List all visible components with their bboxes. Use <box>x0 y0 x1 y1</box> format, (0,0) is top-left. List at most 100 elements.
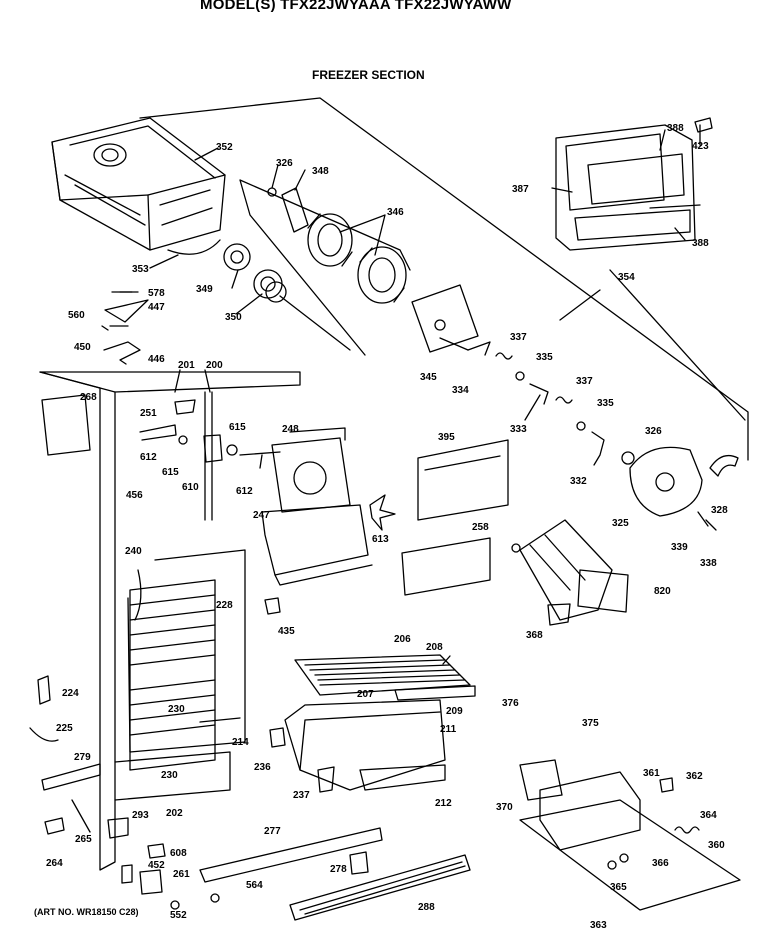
fan-blade-part <box>369 494 396 531</box>
ice-maker-part <box>511 519 629 621</box>
callout-247: 247 <box>253 510 270 521</box>
callout-335: 335 <box>536 352 553 363</box>
callout-212: 212 <box>435 798 452 809</box>
callout-578: 578 <box>148 288 165 299</box>
callout-251: 251 <box>140 408 157 419</box>
callout-337b: 337 <box>576 376 593 387</box>
callout-224: 224 <box>62 688 79 699</box>
slide-rail-part <box>199 827 383 883</box>
callout-363: 363 <box>590 920 607 931</box>
freezer-bin-part <box>284 699 446 791</box>
grille-part <box>289 854 471 921</box>
callout-346: 346 <box>387 207 404 218</box>
heater-part <box>37 675 51 705</box>
callout-214: 214 <box>232 737 249 748</box>
callout-264: 264 <box>46 858 63 869</box>
callout-348: 348 <box>312 166 329 177</box>
section-title: FREEZER SECTION <box>312 68 425 82</box>
callout-350: 350 <box>225 312 242 323</box>
callout-820: 820 <box>654 586 671 597</box>
fan-bracket-part <box>261 427 373 586</box>
callout-615: 615 <box>229 422 246 433</box>
spring-part-right <box>674 826 700 834</box>
callout-435: 435 <box>278 626 295 637</box>
callout-201: 201 <box>178 360 195 371</box>
callout-333: 333 <box>510 424 527 435</box>
callout-237: 237 <box>293 790 310 801</box>
callout-349: 349 <box>196 284 213 295</box>
callout-354: 354 <box>618 272 635 283</box>
back-panel-part <box>39 369 301 871</box>
cover-panel-part <box>417 439 509 521</box>
callout-339: 339 <box>671 542 688 553</box>
callout-325: 325 <box>612 518 629 529</box>
callout-560: 560 <box>68 310 85 321</box>
strip-part <box>281 187 309 233</box>
callout-366: 366 <box>652 858 669 869</box>
clip-part <box>103 341 141 365</box>
callout-225: 225 <box>56 723 73 734</box>
callout-361: 361 <box>643 768 660 779</box>
callout-230b: 230 <box>161 770 178 781</box>
callout-338: 338 <box>700 558 717 569</box>
callout-388b: 388 <box>692 238 709 249</box>
callout-608: 608 <box>170 848 187 859</box>
callout-211: 211 <box>440 724 457 735</box>
callout-370: 370 <box>496 802 513 813</box>
control-housing-part <box>519 759 741 911</box>
callout-364: 364 <box>700 810 717 821</box>
callout-613: 613 <box>372 534 389 545</box>
freezer-outline <box>139 97 749 461</box>
callout-240: 240 <box>125 546 142 557</box>
bracket-part <box>104 299 149 323</box>
callout-446: 446 <box>148 354 165 365</box>
callout-328: 328 <box>711 505 728 516</box>
callout-208: 208 <box>426 642 443 653</box>
motor-plate-part <box>411 284 479 353</box>
callout-228: 228 <box>216 600 233 611</box>
evaporator-part <box>127 549 246 771</box>
callout-615b: 615 <box>162 467 179 478</box>
ice-maker-bracket-part <box>547 603 571 626</box>
auger-drum-part <box>307 213 407 304</box>
callout-365: 365 <box>610 882 627 893</box>
light-socket-part <box>41 394 91 456</box>
callout-326b: 326 <box>645 426 662 437</box>
auger-housing-outline <box>239 179 411 356</box>
callout-452: 452 <box>148 860 165 871</box>
callout-293: 293 <box>132 810 149 821</box>
sensor-wire-part <box>134 569 142 621</box>
callout-388: 388 <box>667 123 684 134</box>
callout-456: 456 <box>126 490 143 501</box>
callout-230: 230 <box>168 704 185 715</box>
model-header: MODEL(S) TFX22JWYAAA TFX22JWYAWW <box>200 0 512 13</box>
callout-362: 362 <box>686 771 703 782</box>
callout-200: 200 <box>206 360 223 371</box>
callout-423: 423 <box>692 141 709 152</box>
callout-277: 277 <box>264 826 281 837</box>
art-number: (ART NO. WR18150 C28) <box>34 907 139 917</box>
callout-279: 279 <box>74 752 91 763</box>
auger-part <box>223 243 351 351</box>
callout-360: 360 <box>708 840 725 851</box>
callout-265: 265 <box>75 834 92 845</box>
ice-bucket-part <box>51 117 226 251</box>
callout-352: 352 <box>216 142 233 153</box>
callout-209: 209 <box>446 706 463 717</box>
light-shield-part <box>401 537 491 596</box>
callout-612: 612 <box>140 452 157 463</box>
callout-612b: 612 <box>236 486 253 497</box>
callout-278: 278 <box>330 864 347 875</box>
callout-261: 261 <box>173 869 190 880</box>
ice-door-part <box>555 117 713 251</box>
callout-248: 248 <box>282 424 299 435</box>
callout-268: 268 <box>80 392 97 403</box>
callout-376: 376 <box>502 698 519 709</box>
callout-206: 206 <box>394 634 411 645</box>
callout-236: 236 <box>254 762 271 773</box>
callout-207: 207 <box>357 689 374 700</box>
spring-part <box>495 352 513 360</box>
callout-353: 353 <box>132 264 149 275</box>
callout-288: 288 <box>418 902 435 913</box>
